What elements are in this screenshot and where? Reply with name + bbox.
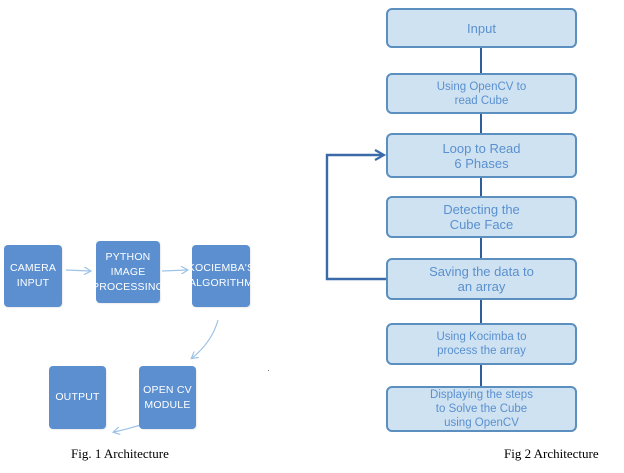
loop-phases-step-box: Loop to Read 6 Phases — [386, 133, 577, 178]
loop-back-arrow — [325, 155, 386, 281]
arrow-kociemba-to-opencv — [192, 319, 219, 358]
fig2-caption: Fig 2 Architecture — [504, 446, 599, 461]
display-steps-step-box: Displaying the steps to Solve the Cube u… — [386, 386, 577, 432]
stray-dot — [268, 370, 269, 371]
python-image-processing-box: PYTHON IMAGE PROCESSING — [92, 241, 164, 303]
opencv-module-box: OPEN CV MODULE — [139, 366, 196, 429]
camera-input-box: CAMERA INPUT — [4, 245, 62, 307]
detect-face-step-box: Detecting the Cube Face — [386, 196, 577, 238]
kocimba-process-step-box: Using Kocimba to process the array — [386, 323, 577, 365]
arrow-python-to-kociemba — [161, 270, 187, 271]
fig1-caption: Fig. 1 Architecture — [71, 446, 169, 461]
kociemba-algorithm-box: KOCIEMBA'S ALGORITHM — [188, 245, 254, 307]
read-cube-step-box: Using OpenCV to read Cube — [386, 73, 577, 114]
output-box: OUTPUT — [49, 366, 106, 429]
input-step-box: Input — [386, 8, 577, 48]
arrow-camera-to-python — [65, 270, 90, 271]
save-array-step-box: Saving the data to an array — [386, 258, 577, 300]
